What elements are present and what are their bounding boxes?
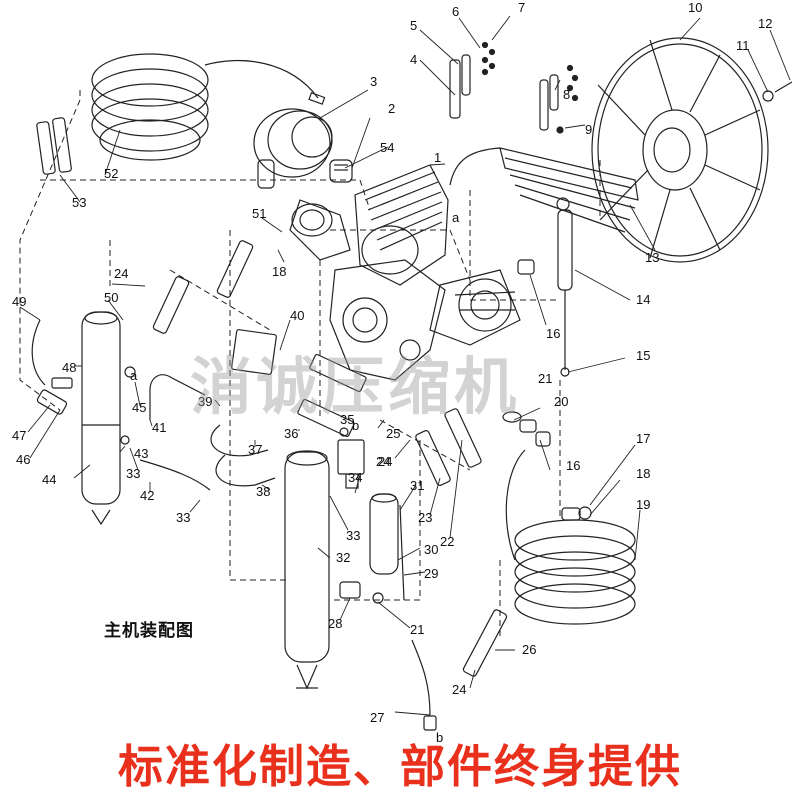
tubes-mid-left — [120, 366, 276, 491]
callout-label: 24 — [376, 454, 390, 469]
callout-label: 8 — [563, 87, 570, 102]
callout-label: 2 — [388, 101, 395, 116]
cooling-coil-13 — [449, 147, 639, 233]
callout-label: 7 — [518, 0, 525, 15]
marker-label: a — [130, 368, 138, 383]
callout-label: 28 — [328, 616, 342, 631]
callout-label: 35 — [340, 412, 354, 427]
screws-top — [481, 41, 579, 134]
callout-label: 44 — [42, 472, 56, 487]
callout-label: 18 — [636, 466, 650, 481]
callout-label: 40 — [290, 308, 304, 323]
callout-label: 31 — [410, 478, 424, 493]
callout-label: 34 — [348, 470, 362, 485]
slogan-banner: 标准化制造、部件终身提供 — [117, 740, 682, 793]
callout-label: 19 — [636, 497, 650, 512]
callout-label: 48 — [62, 360, 76, 375]
callout-label: 37 — [248, 442, 262, 457]
callout-label: 11 — [736, 38, 750, 53]
callout-label: 4 — [410, 52, 417, 67]
clamp-brackets — [36, 117, 508, 677]
callout-label: 12 — [758, 16, 772, 31]
callout-label: 17 — [636, 431, 650, 446]
callout-label: 30 — [424, 542, 438, 557]
callout-label: 21 — [538, 371, 552, 386]
callout-label: 5 — [410, 18, 417, 33]
callout-label: 3 — [370, 74, 377, 89]
callout-label: 54 — [380, 140, 394, 155]
callout-label: 32 — [336, 550, 350, 565]
callout-label: 16 — [566, 458, 580, 473]
callout-label: 26 — [522, 642, 536, 657]
callout-label: 38 — [256, 484, 270, 499]
callout-label: 52 — [104, 166, 118, 181]
callout-label: 41 — [152, 420, 166, 435]
callout-labels: 1 2 3 4 5 6 7 8 9 10 11 12 13 14 15 16 1… — [12, 0, 772, 725]
callout-label: 24 — [114, 266, 128, 281]
cooling-fan-10 — [591, 37, 793, 263]
pipe-27 — [411, 639, 437, 731]
watermark: 消诚压缩机 — [190, 350, 521, 423]
callout-label: 21 — [410, 622, 424, 637]
callout-label: 24 — [378, 454, 392, 469]
callout-label: 15 — [636, 348, 650, 363]
marker-label: a — [452, 210, 460, 225]
callout-label: 25 — [386, 426, 400, 441]
filter-30 — [339, 493, 405, 604]
assembly-guide-lines — [19, 90, 601, 640]
marker-label: b — [436, 730, 443, 745]
callout-label: 42 — [140, 488, 154, 503]
leader-lines — [19, 15, 791, 716]
marker-label: b — [352, 418, 359, 433]
callout-label: 47 — [12, 428, 26, 443]
callout-label: 33 — [176, 510, 190, 525]
callout-label: 45 — [132, 400, 146, 415]
callout-label: 43 — [134, 446, 148, 461]
callout-label: 49 — [12, 294, 26, 309]
damper-14 — [556, 197, 573, 377]
callout-label: 27 — [370, 710, 384, 725]
callout-label: 53 — [72, 195, 86, 210]
callout-label: 10 — [688, 0, 702, 15]
callout-label: 14 — [636, 292, 650, 307]
callout-label: 51 — [252, 206, 266, 221]
callout-label: 6 — [452, 4, 459, 19]
callout-label: 46 — [16, 452, 30, 467]
callout-label: 1 — [434, 150, 441, 165]
separator-32 — [284, 450, 330, 690]
cooling-coil-52 — [91, 53, 326, 161]
callout-label: 20 — [554, 394, 568, 409]
callout-label: 22 — [440, 534, 454, 549]
separator-48 — [31, 311, 121, 526]
connection-markers: a a b b — [130, 210, 460, 745]
callout-label: 23 — [418, 510, 432, 525]
callout-label: 16 — [546, 326, 560, 341]
diagram-caption: 主机装配图 — [104, 621, 194, 641]
callout-label: 50 — [104, 290, 118, 305]
callout-label: 36 — [284, 426, 298, 441]
callout-label: 33 — [346, 528, 360, 543]
valve-rods — [449, 54, 559, 131]
callout-label: 9 — [585, 122, 592, 137]
callout-label: 18 — [272, 264, 286, 279]
cooling-coil-19 — [505, 449, 636, 625]
callout-label: 13 — [645, 250, 659, 265]
filter-adapter-2 — [329, 159, 353, 183]
callout-label: 24 — [452, 682, 466, 697]
air-filter-3 — [253, 108, 333, 189]
callout-label: 39 — [198, 394, 212, 409]
callout-label: 33 — [126, 466, 140, 481]
callout-label: 29 — [424, 566, 438, 581]
